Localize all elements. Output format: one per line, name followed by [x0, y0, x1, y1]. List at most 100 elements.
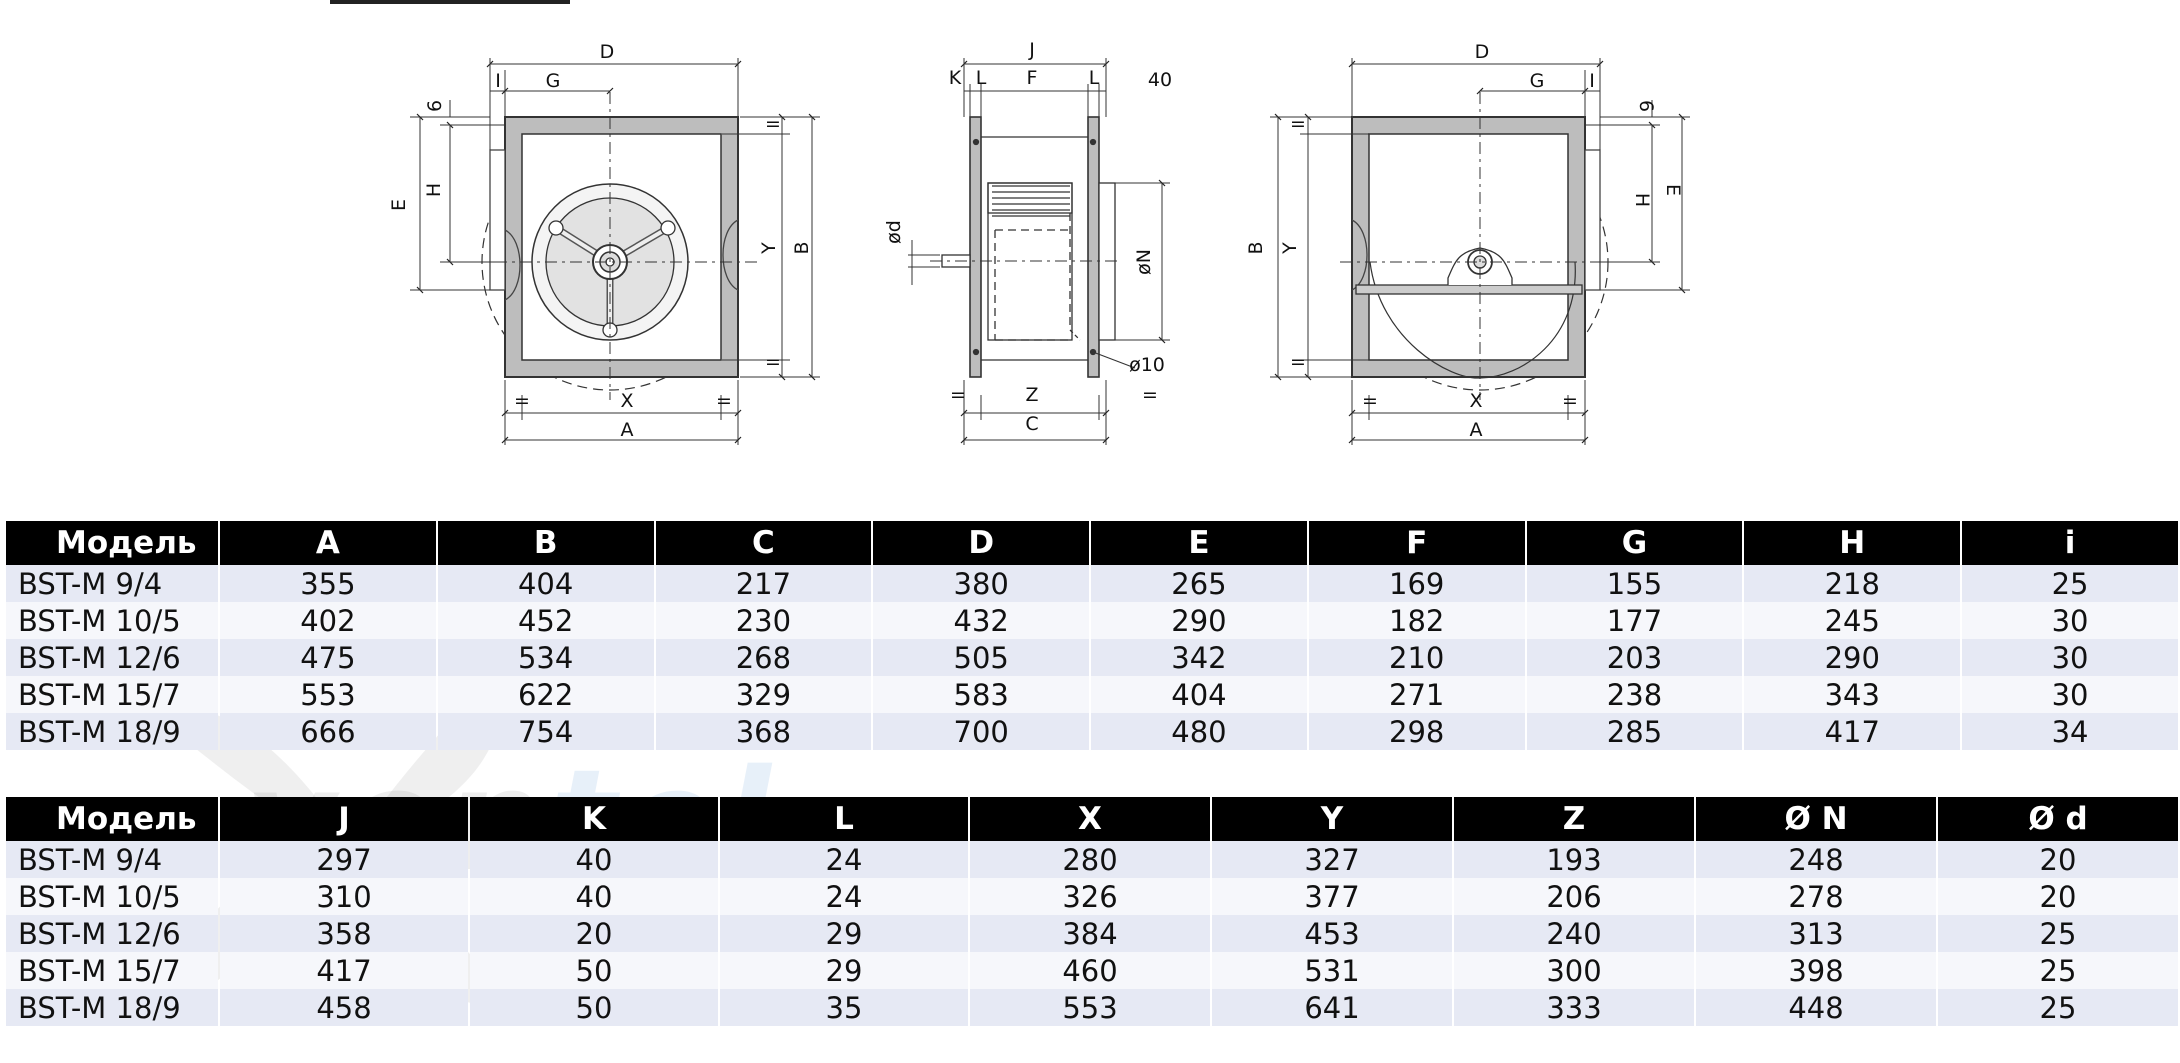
cell-model: BST-M 12/6	[6, 915, 218, 952]
table-row: BST-M 9/4 297 40 24 280 327 193 248 20	[6, 841, 2178, 878]
table-cell: 754	[437, 713, 654, 750]
label-X: X	[1469, 390, 1482, 412]
label-B: B	[1245, 241, 1267, 254]
table-cell: 417	[1744, 713, 1961, 750]
table-cell: 285	[1526, 713, 1743, 750]
label-H: H	[1631, 193, 1653, 207]
label-H: H	[423, 183, 445, 197]
table-cell: 29	[720, 952, 968, 989]
dimensions-table-2: Модель J K L X Y Z Ø N Ø d BST-M 9/4 297…	[4, 797, 2180, 1026]
header-J: J	[220, 797, 468, 841]
header-model: Модель	[6, 521, 218, 565]
table-cell: 30	[1962, 639, 2178, 676]
label-F: F	[1027, 67, 1038, 89]
cell-model: BST-M 18/9	[6, 713, 218, 750]
label-eq-bottom: =	[1290, 351, 1306, 373]
label-I: I	[1589, 70, 1595, 92]
front-view-labels: D I G 6 E H = = Y B = X = A	[388, 41, 813, 441]
label-L-left: L	[976, 67, 987, 89]
header-C: C	[655, 521, 872, 565]
header-H: H	[1744, 521, 1961, 565]
table-cell: 358	[220, 915, 468, 952]
table-cell: 20	[1938, 841, 2178, 878]
table-cell: 402	[220, 602, 436, 639]
table-cell: 333	[1454, 989, 1694, 1026]
label-J: J	[1028, 39, 1035, 61]
table-cell: 460	[970, 952, 1210, 989]
table-cell: 248	[1696, 841, 1936, 878]
table-cell: 480	[1091, 713, 1307, 750]
table-cell: 50	[470, 952, 718, 989]
cell-model: BST-M 9/4	[6, 565, 218, 602]
label-40: 40	[1148, 69, 1172, 91]
table-cell: 25	[1938, 915, 2178, 952]
header-i: i	[1962, 521, 2178, 565]
clipped-heading-fragment	[330, 0, 570, 4]
cell-model: BST-M 15/7	[6, 676, 218, 713]
table-cell: 25	[1962, 565, 2178, 602]
table-cell: 40	[470, 841, 718, 878]
table-header-row: Модель J K L X Y Z Ø N Ø d	[6, 797, 2178, 841]
back-view-labels: D G I 6 B Y H E = = = X = A	[1245, 41, 1684, 441]
header-X: X	[970, 797, 1210, 841]
table-cell: 169	[1308, 565, 1525, 602]
table-cell: 448	[1696, 989, 1936, 1026]
table-cell: 343	[1744, 676, 1961, 713]
table-cell: 475	[220, 639, 436, 676]
table-cell: 30	[1962, 676, 2178, 713]
table-cell: 458	[220, 989, 468, 1026]
table-cell: 238	[1526, 676, 1743, 713]
table-cell: 452	[437, 602, 654, 639]
cell-model: BST-M 10/5	[6, 602, 218, 639]
table-cell: 265	[1091, 565, 1307, 602]
table-row: BST-M 12/6 475 534 268 505 342 210 203 2…	[6, 639, 2178, 676]
label-I: I	[495, 70, 501, 92]
table-cell: 290	[1744, 639, 1961, 676]
cell-model: BST-M 9/4	[6, 841, 218, 878]
table-cell: 193	[1454, 841, 1694, 878]
header-model: Модель	[6, 797, 218, 841]
table-cell: 25	[1938, 952, 2178, 989]
label-6: 6	[424, 100, 446, 112]
label-B: B	[791, 241, 813, 254]
header-N: Ø N	[1696, 797, 1936, 841]
table-cell: 355	[220, 565, 436, 602]
cell-model: BST-M 15/7	[6, 952, 218, 989]
table-cell: 553	[220, 676, 436, 713]
table-row: BST-M 18/9 666 754 368 700 480 298 285 4…	[6, 713, 2178, 750]
dimensions-table-1: Модель A B C D E F G H i BST-M 9/4 355 4…	[4, 521, 2180, 750]
label-D: D	[600, 41, 615, 63]
table-cell: 666	[220, 713, 436, 750]
header-B: B	[437, 521, 654, 565]
table-cell: 404	[1091, 676, 1307, 713]
table-cell: 24	[720, 878, 968, 915]
cell-model: BST-M 18/9	[6, 989, 218, 1026]
table-cell: 24	[720, 841, 968, 878]
table-cell: 218	[1744, 565, 1961, 602]
table-row: BST-M 9/4 355 404 217 380 265 169 155 21…	[6, 565, 2178, 602]
table-row: BST-M 10/5 310 40 24 326 377 206 278 20	[6, 878, 2178, 915]
table-cell: 245	[1744, 602, 1961, 639]
table-cell: 313	[1696, 915, 1936, 952]
front-view	[410, 58, 820, 445]
label-A: A	[1470, 419, 1483, 441]
table-cell: 398	[1696, 952, 1936, 989]
table-cell: 377	[1212, 878, 1452, 915]
label-G: G	[1530, 70, 1545, 92]
cell-model: BST-M 10/5	[6, 878, 218, 915]
label-N: øN	[1133, 249, 1155, 275]
table-cell: 50	[470, 989, 718, 1026]
table-cell: 300	[1454, 952, 1694, 989]
label-K: K	[949, 67, 962, 89]
label-eq-left: =	[950, 384, 966, 406]
table-row: BST-M 10/5 402 452 230 432 290 182 177 2…	[6, 602, 2178, 639]
header-L: L	[720, 797, 968, 841]
header-d: Ø d	[1938, 797, 2178, 841]
table-cell: 34	[1962, 713, 2178, 750]
table-cell: 271	[1308, 676, 1525, 713]
table-cell: 30	[1962, 602, 2178, 639]
label-L-right: L	[1089, 67, 1100, 89]
label-6: 6	[1635, 100, 1657, 112]
table-cell: 432	[873, 602, 1090, 639]
table-cell: 278	[1696, 878, 1936, 915]
